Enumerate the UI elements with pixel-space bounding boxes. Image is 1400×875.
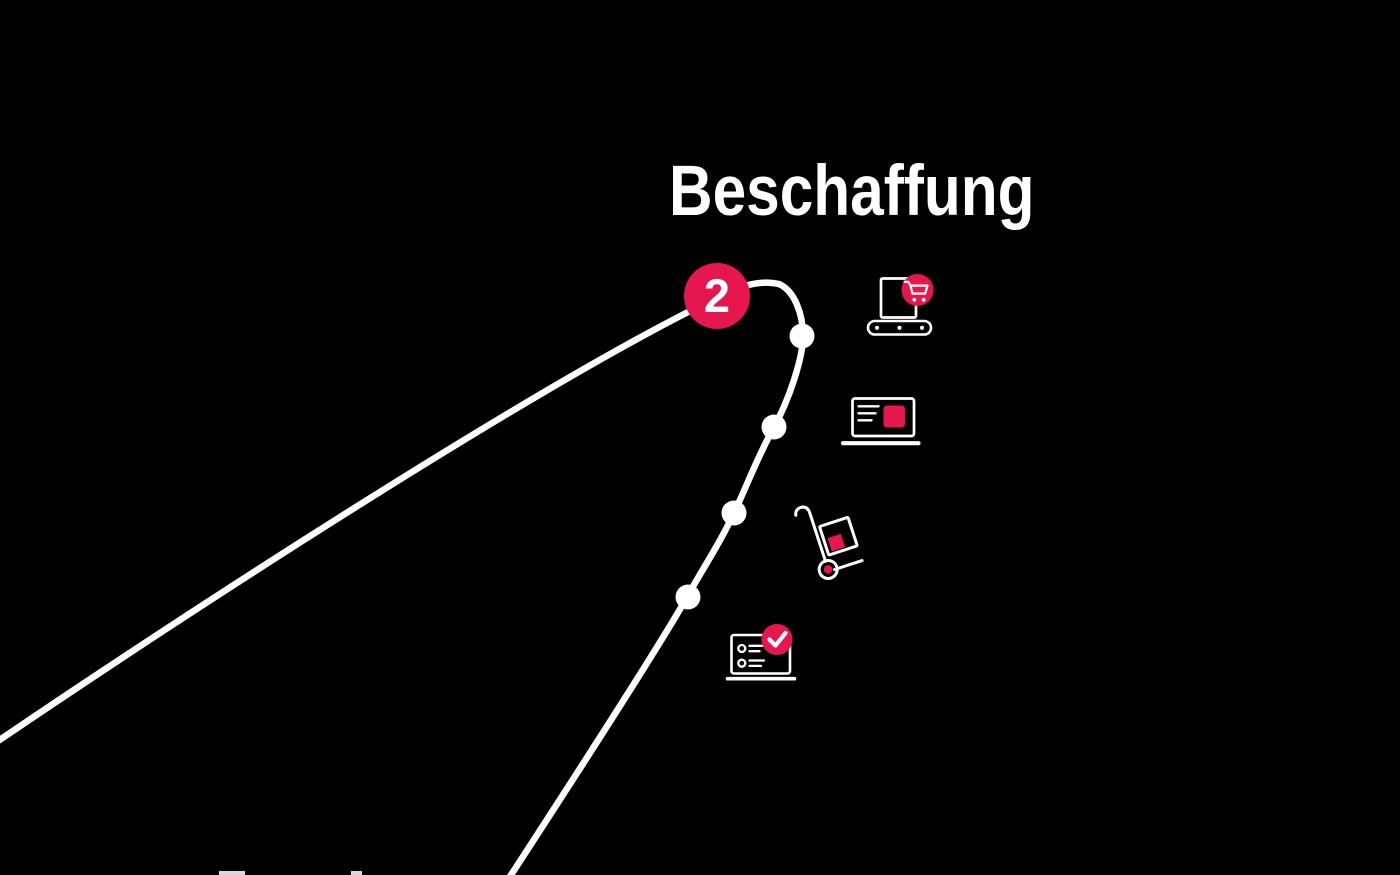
parcel-label bbox=[827, 533, 846, 552]
checklist-with-checkmark-icon bbox=[725, 624, 797, 681]
hand-truck-icon bbox=[794, 505, 864, 580]
cutoff-text-fragment bbox=[351, 871, 362, 875]
checklist-card bbox=[730, 633, 792, 675]
wheel-hub bbox=[823, 565, 833, 574]
conveyor-belt bbox=[866, 319, 933, 336]
cutoff-text-fragment bbox=[219, 871, 245, 875]
check-badge bbox=[761, 624, 793, 655]
path-dot bbox=[675, 584, 701, 610]
step-number: 2 bbox=[703, 268, 731, 322]
cart-badge bbox=[901, 274, 934, 306]
step-badge[interactable]: 2 bbox=[684, 263, 750, 329]
path-dot bbox=[789, 323, 815, 349]
laptop-icon bbox=[840, 397, 921, 446]
hand-truck-plate bbox=[832, 559, 864, 572]
hand-truck-handle bbox=[794, 505, 828, 563]
parcel-box bbox=[818, 516, 859, 557]
screen-content-block bbox=[883, 405, 905, 428]
path-dot bbox=[721, 500, 747, 526]
section-title: Beschaffung bbox=[669, 152, 1035, 231]
checkmark-icon bbox=[767, 630, 788, 648]
journey-path bbox=[0, 279, 807, 875]
shopping-cart-icon bbox=[903, 280, 929, 302]
hand-truck-wheel bbox=[817, 558, 839, 580]
path-dot bbox=[761, 414, 787, 440]
laptop-screen bbox=[851, 397, 916, 438]
conveyor-belt-with-cart-badge-icon bbox=[866, 274, 934, 336]
